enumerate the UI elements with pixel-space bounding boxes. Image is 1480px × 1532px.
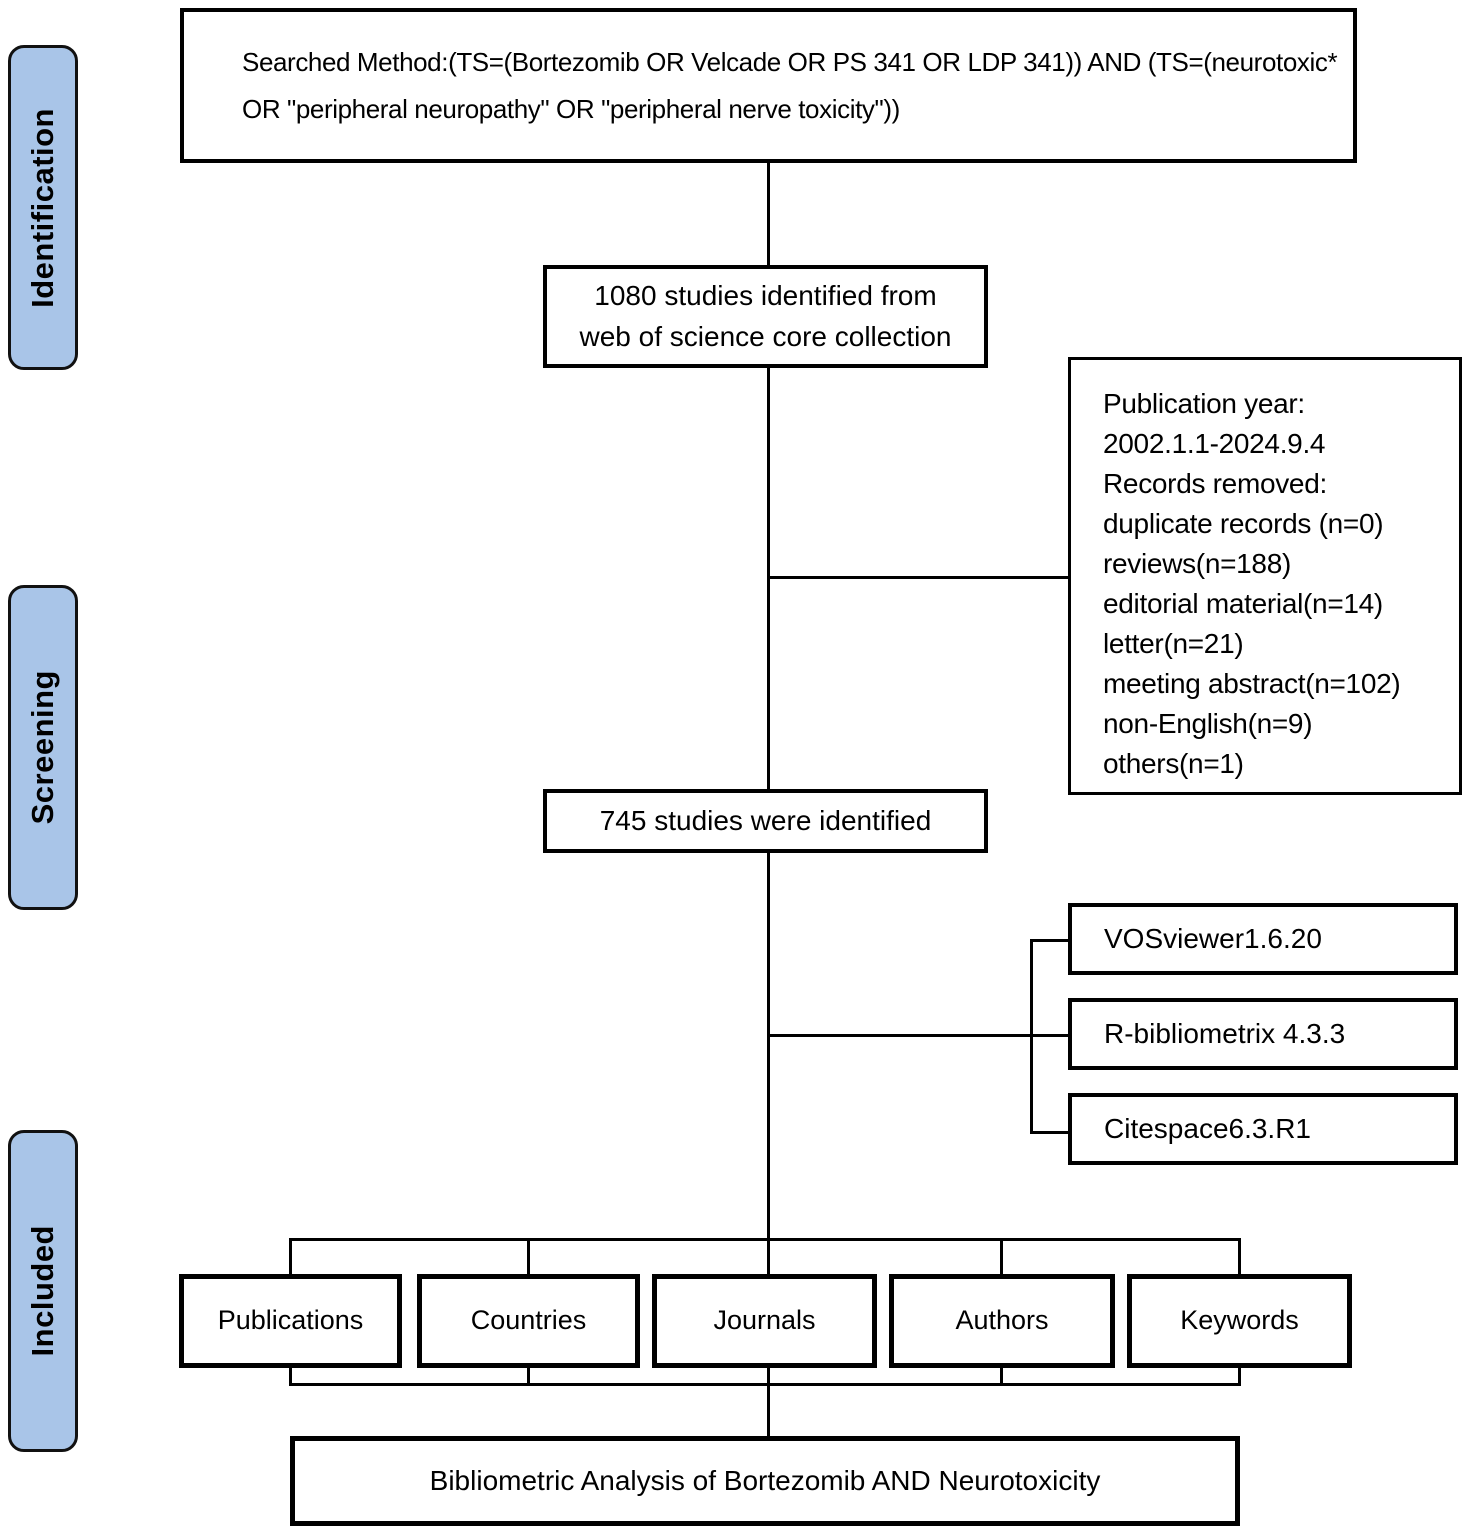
records-line: meeting abstract(n=102): [1103, 668, 1401, 699]
studies-identified-line2: web of science core collection: [579, 320, 952, 352]
tool-box-bibliometrix: R-bibliometrix 4.3.3: [1068, 998, 1458, 1070]
records-line: letter(n=21): [1103, 628, 1244, 659]
records-line: non-English(n=9): [1103, 708, 1313, 739]
tool-box-vosviewer-label: VOSviewer1.6.20: [1104, 923, 1322, 955]
connector-riser-countries: [527, 1366, 530, 1386]
connector-drop-journals: [767, 1238, 770, 1276]
studies-identified-line1: 1080 studies identified from: [594, 279, 937, 311]
connector-search-to-identified: [767, 163, 770, 265]
connector-riser-publications: [289, 1366, 292, 1386]
category-box-countries: Countries: [417, 1274, 640, 1368]
connector-distribution-line: [289, 1238, 1241, 1241]
stage-label-included: Included: [8, 1130, 78, 1452]
connector-join-to-final: [767, 1383, 770, 1436]
final-analysis-box: Bibliometric Analysis of Bortezomib AND …: [290, 1436, 1240, 1526]
studies-screened-box: 745 studies were identified: [543, 789, 988, 853]
category-box-keywords-label: Keywords: [1180, 1305, 1299, 1336]
category-box-publications-label: Publications: [217, 1305, 364, 1336]
category-box-journals: Journals: [652, 1274, 877, 1368]
category-box-authors: Authors: [889, 1274, 1115, 1368]
search-method-box: Searched Method:(TS=(Bortezomib OR Velca…: [180, 8, 1357, 163]
search-method-line1: Searched Method:(TS=(Bortezomib OR Velca…: [242, 46, 1338, 77]
connector-join-line: [289, 1383, 1241, 1386]
category-box-keywords: Keywords: [1127, 1274, 1352, 1368]
tool-box-citespace-label: Citespace6.3.R1: [1104, 1113, 1312, 1145]
studies-screened-text: 745 studies were identified: [599, 805, 932, 837]
records-line: Publication year:: [1103, 388, 1305, 419]
category-box-countries-label: Countries: [470, 1305, 587, 1336]
stage-label-included-text: Included: [25, 1225, 60, 1357]
records-removed-box: Publication year: 2002.1.1-2024.9.4 Reco…: [1068, 357, 1462, 795]
records-line: others(n=1): [1103, 748, 1244, 779]
category-box-authors-label: Authors: [955, 1305, 1049, 1336]
stage-label-identification: Identification: [8, 45, 78, 370]
connector-branch-records: [768, 576, 1068, 579]
tool-box-bibliometrix-label: R-bibliometrix 4.3.3: [1104, 1018, 1346, 1050]
tool-box-citespace: Citespace6.3.R1: [1068, 1093, 1458, 1165]
connector-drop-countries: [527, 1238, 530, 1276]
connector-stub-vosviewer: [1030, 939, 1070, 942]
category-box-publications: Publications: [179, 1274, 402, 1368]
connector-drop-publications: [289, 1238, 292, 1276]
connector-drop-keywords: [1238, 1238, 1241, 1276]
connector-screened-to-categories: [767, 853, 770, 1239]
stage-label-identification-text: Identification: [25, 107, 60, 308]
records-line: 2002.1.1-2024.9.4: [1103, 428, 1326, 459]
tool-box-vosviewer: VOSviewer1.6.20: [1068, 903, 1458, 975]
search-method-line2: OR "peripheral neuropathy" OR "periphera…: [242, 93, 900, 124]
final-analysis-text: Bibliometric Analysis of Bortezomib AND …: [429, 1465, 1101, 1497]
records-line: editorial material(n=14): [1103, 588, 1383, 619]
records-line: Records removed:: [1103, 468, 1327, 499]
category-box-journals-label: Journals: [713, 1305, 816, 1336]
connector-riser-authors: [1000, 1366, 1003, 1386]
connector-riser-keywords: [1238, 1366, 1241, 1386]
records-line: duplicate records (n=0): [1103, 508, 1384, 539]
stage-label-screening-text: Screening: [25, 670, 60, 825]
records-line: reviews(n=188): [1103, 548, 1291, 579]
connector-tools-vertical-bar: [1030, 939, 1033, 1134]
connector-stub-citespace: [1030, 1131, 1070, 1134]
connector-drop-authors: [1000, 1238, 1003, 1276]
connector-riser-journals: [767, 1366, 770, 1386]
stage-label-screening: Screening: [8, 585, 78, 910]
studies-identified-box: 1080 studies identified from web of scie…: [543, 265, 988, 368]
connector-branch-tools: [768, 1034, 1068, 1037]
